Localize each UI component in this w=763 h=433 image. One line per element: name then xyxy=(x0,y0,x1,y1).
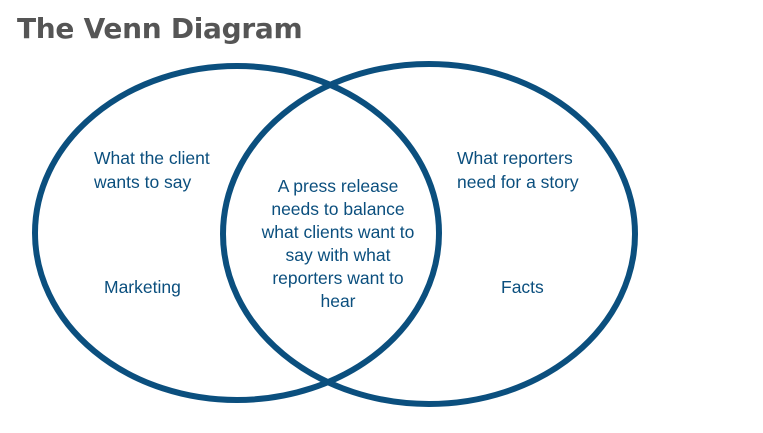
intersection-description: A press release needs to balance what cl… xyxy=(261,176,415,311)
diagram-title: The Venn Diagram xyxy=(17,12,303,45)
right-set-category: Facts xyxy=(501,277,544,297)
right-set-description: What reporters need for a story xyxy=(457,148,579,192)
left-set-description: What the client wants to say xyxy=(94,148,210,192)
left-set-category: Marketing xyxy=(104,277,181,297)
right-circle-reporters xyxy=(220,61,638,407)
left-circle-client xyxy=(32,63,442,403)
